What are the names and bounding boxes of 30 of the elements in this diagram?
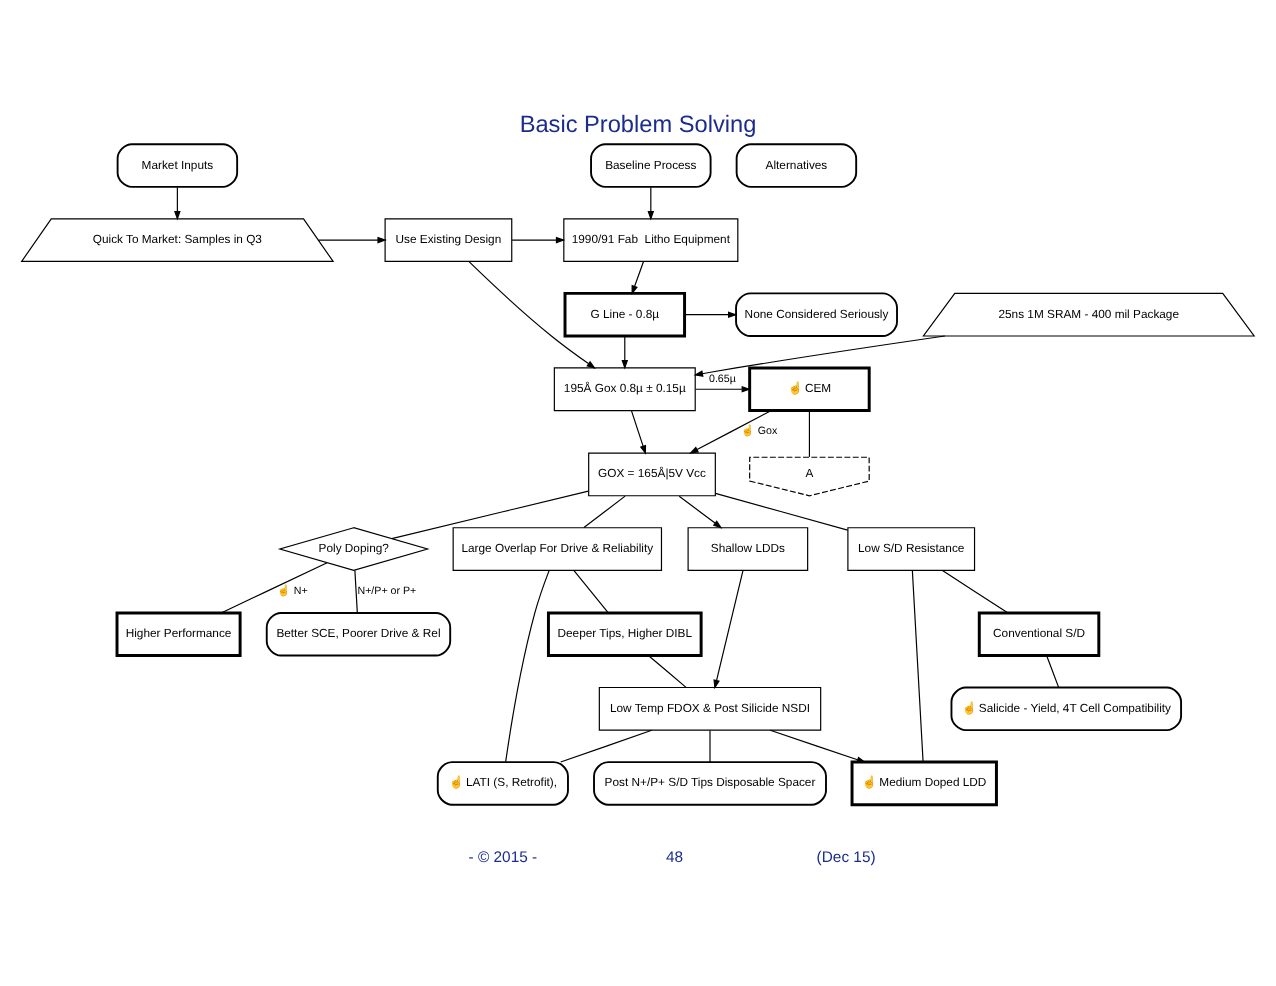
arrow xyxy=(621,334,629,369)
arrow xyxy=(318,235,387,243)
arrow xyxy=(631,260,645,294)
arrow xyxy=(695,384,752,392)
diagram-title: Basic Problem Solving xyxy=(519,109,757,138)
arrow xyxy=(511,235,566,243)
connector xyxy=(941,568,1009,613)
connector xyxy=(583,494,626,528)
connector xyxy=(573,569,609,613)
connector xyxy=(709,728,711,762)
arrow xyxy=(468,260,596,368)
connector xyxy=(1046,654,1060,687)
connector xyxy=(354,568,358,613)
connector xyxy=(911,568,924,762)
arrow xyxy=(630,409,647,454)
arrow xyxy=(693,334,946,376)
connector xyxy=(505,569,550,762)
connector xyxy=(808,409,810,457)
arrow xyxy=(689,409,772,453)
connector xyxy=(220,561,328,613)
arrow xyxy=(769,728,867,762)
arrow xyxy=(713,568,744,689)
arrow xyxy=(174,185,181,220)
connector xyxy=(714,491,849,530)
arrow xyxy=(647,185,655,220)
arrow xyxy=(684,310,738,317)
arrow xyxy=(678,494,723,528)
connector xyxy=(391,489,589,539)
connector xyxy=(560,728,653,762)
connector xyxy=(648,654,687,687)
